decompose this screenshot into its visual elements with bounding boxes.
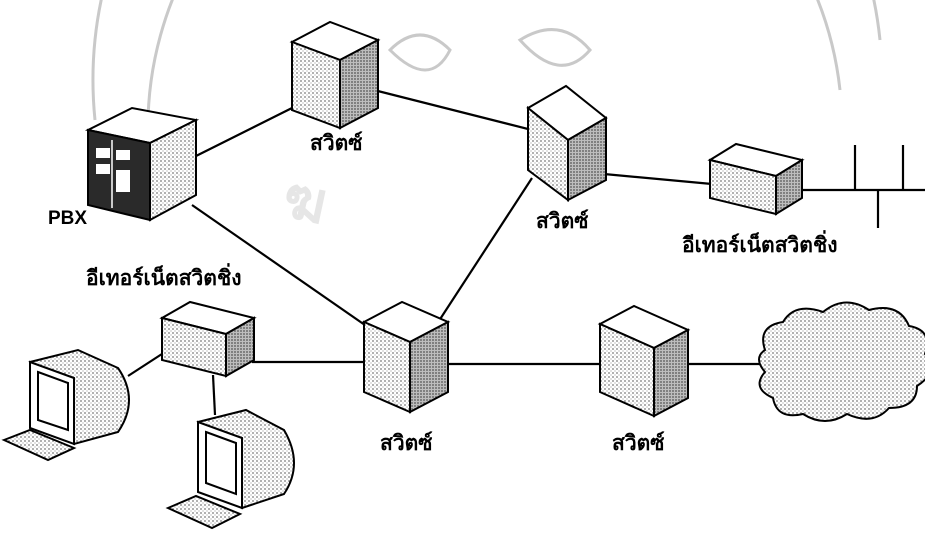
ethernet-switch-icon [162,302,254,376]
link-switch-mid-switch-center [433,178,532,330]
ethernet-left-label: อีเทอร์เน็ตสวิตชิ่ง [86,262,242,290]
switch-icon [364,302,448,412]
computer-icon [4,350,129,460]
cloud-icon [759,302,925,421]
switch-center-label: สวิตซ์ [380,431,433,455]
switch-mid-label: สวิตซ์ [536,209,589,233]
pbx-label: PBX [48,208,87,229]
link-switch-top-switch-mid [358,86,532,130]
svg-text:ฆ: ฆ [277,162,333,237]
pbx-icon [88,108,196,220]
link-ethernet-left-pc1 [128,352,165,376]
link-switch-mid-ethernet-right [604,174,712,184]
ethernet-switch-icon [710,144,802,214]
switch-top-label: สวิตซ์ [310,131,363,155]
switch-icon [528,86,606,200]
link-ethernet-left-pc2 [213,375,215,415]
bus-network-icon [855,145,903,228]
computer-icon [168,410,294,528]
switch-icon [600,306,688,416]
switch-right-label: สวิตซ์ [612,431,665,455]
ethernet-right-label: อีเทอร์เน็ตสวิตชิ่ง [682,229,838,257]
switch-icon [292,22,378,128]
link-pbx-switch-top [192,108,292,158]
